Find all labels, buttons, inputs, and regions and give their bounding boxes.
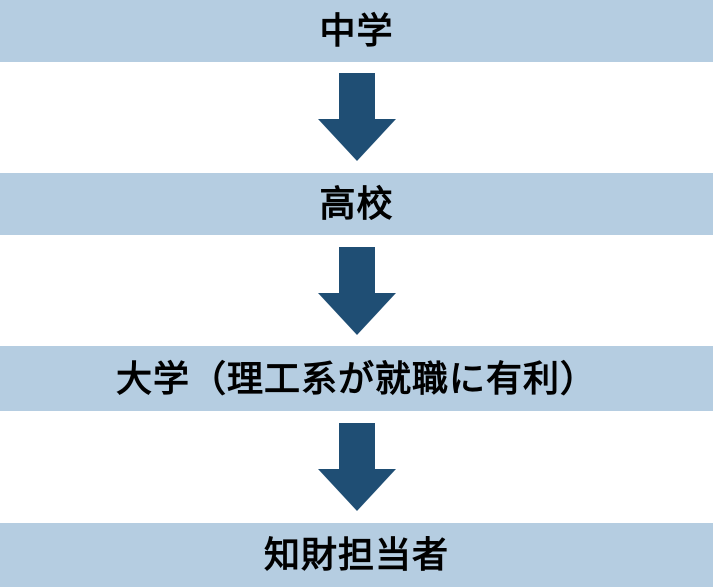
step-middle-school: 中学 (0, 0, 713, 62)
down-arrow-icon (317, 73, 396, 161)
step-ip-staff-label: 知財担当者 (263, 534, 449, 575)
step-university: 大学（理工系が就職に有利） (0, 346, 713, 411)
step-middle-school-label: 中学 (319, 10, 394, 51)
step-university-label: 大学（理工系が就職に有利） (115, 357, 597, 399)
down-arrow-icon (317, 247, 396, 335)
down-arrow-icon (317, 423, 396, 511)
step-ip-staff: 知財担当者 (0, 523, 713, 587)
step-high-school: 高校 (0, 173, 713, 235)
step-high-school-label: 高校 (319, 183, 394, 224)
